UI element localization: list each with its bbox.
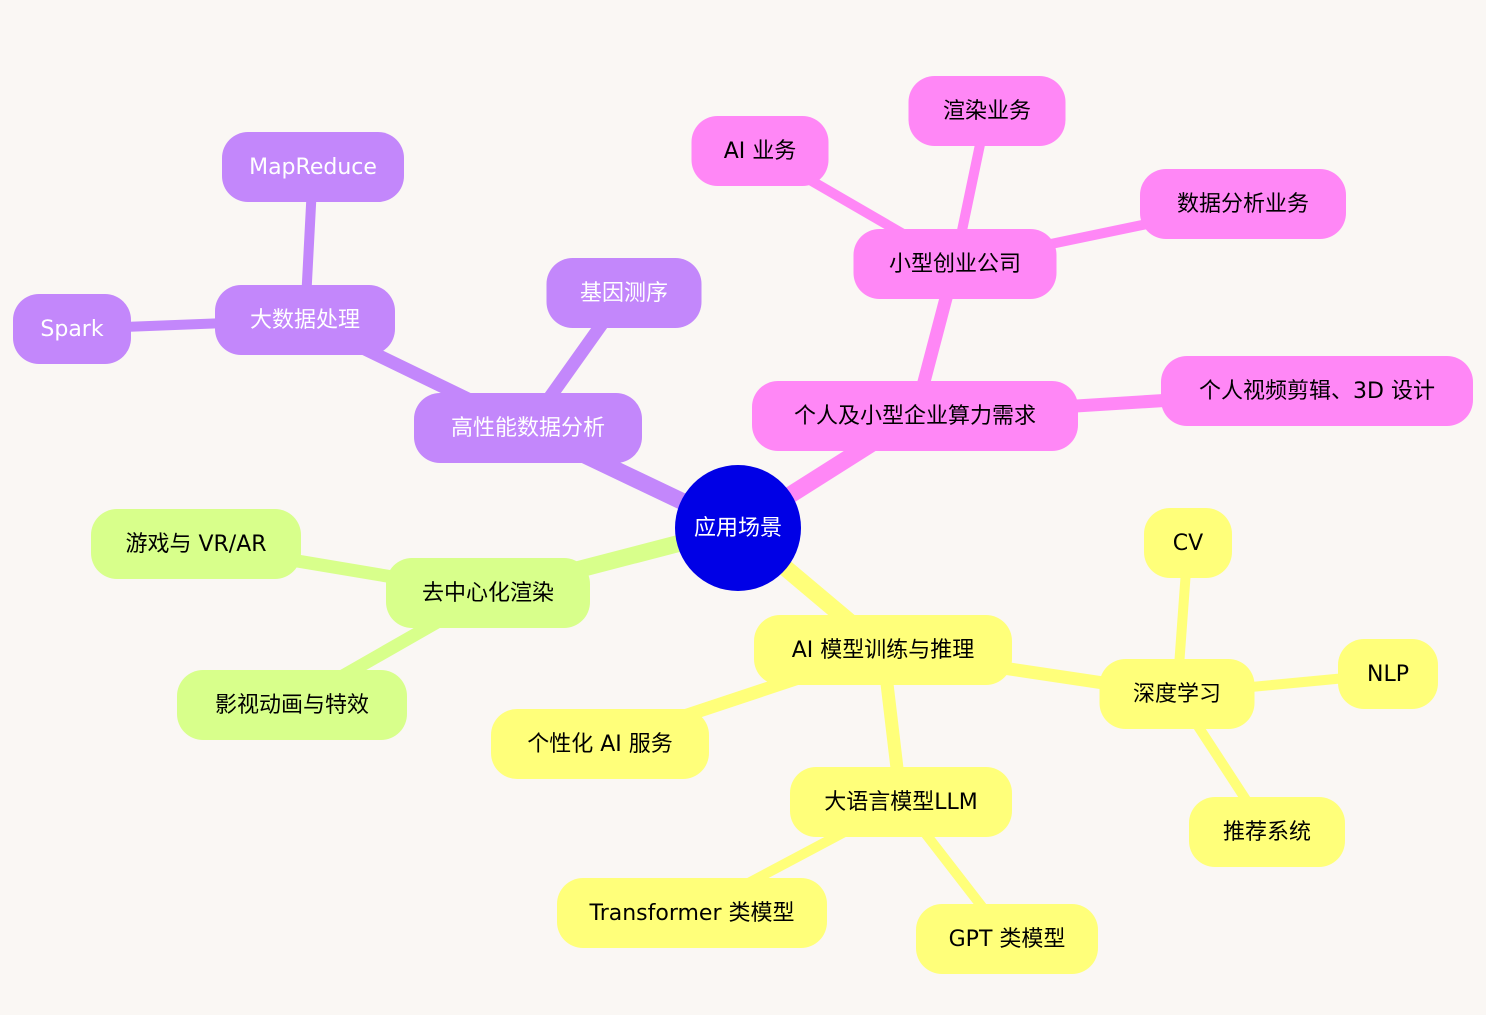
node-box-mapreduce xyxy=(222,132,404,202)
node-box-transformer xyxy=(557,878,827,948)
node-label-ai: AI 模型训练与推理 xyxy=(792,638,975,663)
node-box-spark xyxy=(13,294,131,364)
node-label-cv: CV xyxy=(1173,531,1203,556)
node-ai_biz[interactable]: AI 业务 xyxy=(691,116,829,186)
node-label-mapreduce: MapReduce xyxy=(249,155,377,180)
node-bigdata[interactable]: 大数据处理 xyxy=(215,285,395,355)
node-rec[interactable]: 推荐系统 xyxy=(1189,797,1345,867)
node-dl[interactable]: 深度学习 xyxy=(1099,659,1255,729)
node-box-game xyxy=(91,509,301,579)
node-spark[interactable]: Spark xyxy=(13,294,131,364)
node-label-bigdata: 大数据处理 xyxy=(250,308,360,333)
node-hpc[interactable]: 高性能数据分析 xyxy=(414,393,642,463)
node-label-hpc: 高性能数据分析 xyxy=(451,416,605,441)
node-video[interactable]: 个人视频剪辑、3D 设计 xyxy=(1161,356,1473,426)
node-box-nlp xyxy=(1338,639,1438,709)
node-nlp[interactable]: NLP xyxy=(1338,639,1438,709)
node-label-transformer: Transformer 类模型 xyxy=(588,901,794,926)
node-box-film xyxy=(177,670,407,740)
node-gpt[interactable]: GPT 类模型 xyxy=(916,904,1098,974)
node-label-dl: 深度学习 xyxy=(1133,682,1221,707)
node-label-render_biz: 渲染业务 xyxy=(943,99,1031,124)
node-personal[interactable]: 个人及小型企业算力需求 xyxy=(752,381,1078,451)
node-label-rec: 推荐系统 xyxy=(1223,820,1311,845)
node-label-render: 去中心化渲染 xyxy=(422,581,554,606)
node-film[interactable]: 影视动画与特效 xyxy=(177,670,407,740)
node-box-gpt xyxy=(916,904,1098,974)
node-box-hpc xyxy=(414,393,642,463)
node-label-gpt: GPT 类模型 xyxy=(949,927,1066,952)
node-render[interactable]: 去中心化渲染 xyxy=(386,558,590,628)
node-box-cv xyxy=(1144,508,1232,578)
node-label-game: 游戏与 VR/AR xyxy=(125,532,266,557)
node-llm[interactable]: 大语言模型LLM xyxy=(790,767,1012,837)
node-label-data_biz: 数据分析业务 xyxy=(1177,192,1309,217)
node-box-rec xyxy=(1189,797,1345,867)
node-transformer[interactable]: Transformer 类模型 xyxy=(557,878,827,948)
node-label-startup: 小型创业公司 xyxy=(889,252,1021,277)
node-game[interactable]: 游戏与 VR/AR xyxy=(91,509,301,579)
node-label-nlp: NLP xyxy=(1367,662,1409,687)
node-box-dl xyxy=(1099,659,1255,729)
node-personal_ai[interactable]: 个性化 AI 服务 xyxy=(491,709,709,779)
node-box-ai_biz xyxy=(691,116,829,186)
node-cv[interactable]: CV xyxy=(1144,508,1232,578)
node-box-personal_ai xyxy=(491,709,709,779)
node-ai[interactable]: AI 模型训练与推理 xyxy=(754,615,1012,685)
node-box-ai xyxy=(754,615,1012,685)
node-startup[interactable]: 小型创业公司 xyxy=(853,229,1057,299)
node-label-personal_ai: 个性化 AI 服务 xyxy=(527,732,673,757)
node-box-llm xyxy=(790,767,1012,837)
node-mapreduce[interactable]: MapReduce xyxy=(222,132,404,202)
node-box-render_biz xyxy=(908,76,1066,146)
node-label-gene: 基因测序 xyxy=(580,281,668,306)
node-box-data_biz xyxy=(1140,169,1346,239)
node-label-spark: Spark xyxy=(40,317,103,342)
node-label-video: 个人视频剪辑、3D 设计 xyxy=(1199,379,1435,404)
node-root[interactable]: 应用场景 xyxy=(675,465,801,591)
root-label: 应用场景 xyxy=(694,516,782,541)
node-label-film: 影视动画与特效 xyxy=(215,693,369,718)
node-box-bigdata xyxy=(215,285,395,355)
node-label-ai_biz: AI 业务 xyxy=(724,139,797,164)
node-box-video xyxy=(1161,356,1473,426)
node-render_biz[interactable]: 渲染业务 xyxy=(908,76,1066,146)
node-label-llm: 大语言模型LLM xyxy=(824,790,978,815)
node-box-render xyxy=(386,558,590,628)
node-gene[interactable]: 基因测序 xyxy=(546,258,702,328)
node-box-startup xyxy=(853,229,1057,299)
node-box-personal xyxy=(752,381,1078,451)
node-data_biz[interactable]: 数据分析业务 xyxy=(1140,169,1346,239)
node-box-gene xyxy=(546,258,702,328)
node-label-personal: 个人及小型企业算力需求 xyxy=(794,404,1036,429)
root-circle xyxy=(675,465,801,591)
